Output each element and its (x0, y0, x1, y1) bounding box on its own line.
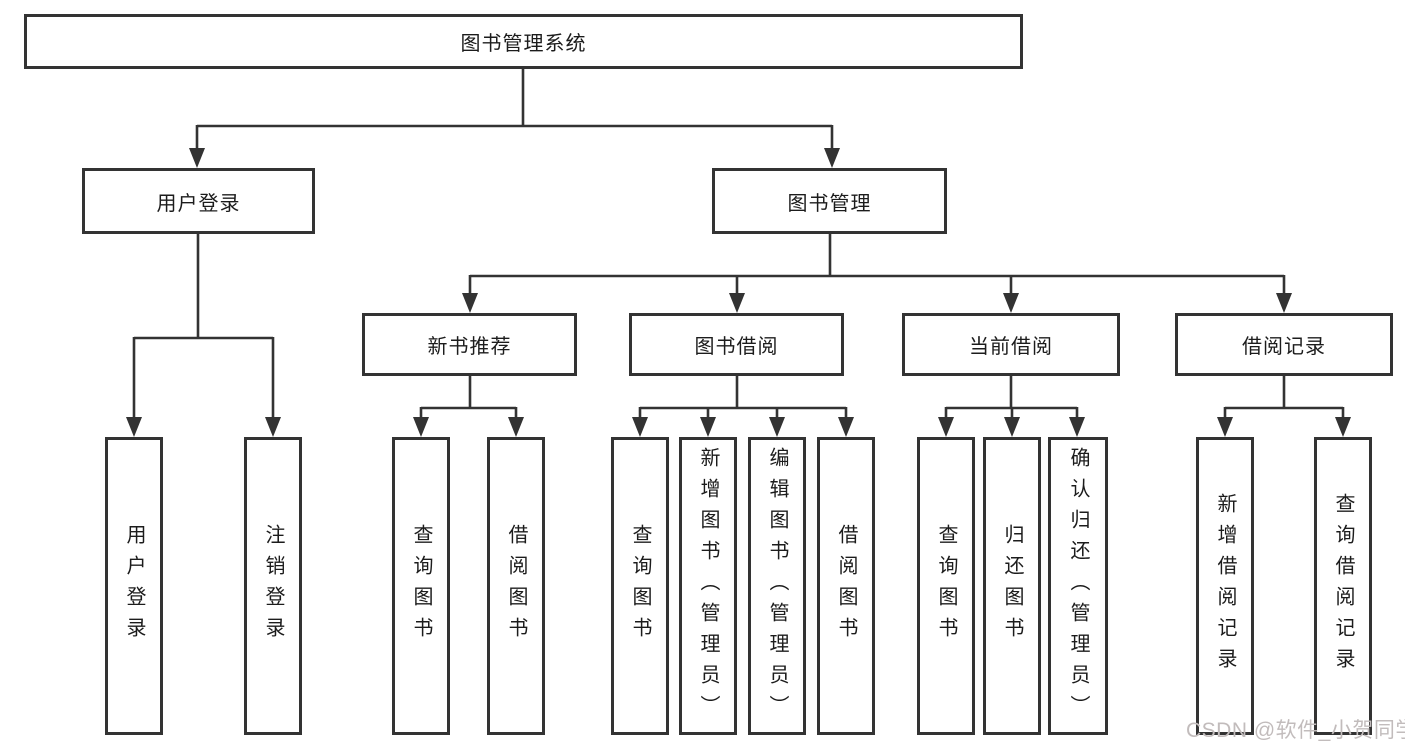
node-label: 编辑图书（管理员） (766, 446, 788, 726)
node-borrow-books-recommend: 借阅图书 (487, 437, 545, 735)
node-user-login-group: 用户登录 (82, 168, 315, 234)
node-edit-books-admin: 编辑图书（管理员） (748, 437, 806, 735)
node-label: 用户登录 (123, 524, 145, 648)
node-borrowing-records: 借阅记录 (1175, 313, 1393, 376)
node-label: 图书管理 (787, 192, 872, 215)
node-label: 新书推荐 (427, 336, 512, 358)
node-label: 借阅图书 (505, 524, 527, 648)
node-add-books-admin: 新增图书（管理员） (679, 437, 737, 735)
node-label: 查询图书 (935, 524, 957, 648)
node-book-borrowing: 图书借阅 (629, 313, 844, 376)
node-return-books: 归还图书 (983, 437, 1041, 735)
node-new-book-recommend: 新书推荐 (362, 313, 577, 376)
node-label: 查询图书 (629, 524, 651, 648)
csdn-watermark: CSDN @软件_小贺同学 (1186, 719, 1405, 742)
node-label: 新增图书（管理员） (697, 446, 719, 726)
node-library-system: 图书管理系统 (24, 14, 1023, 69)
node-query-books-borrow: 查询图书 (611, 437, 669, 735)
node-label: 注销登录 (262, 524, 284, 648)
node-confirm-return-admin: 确认归还（管理员） (1048, 437, 1108, 735)
node-user-login: 用户登录 (105, 437, 163, 735)
node-query-borrow-record: 查询借阅记录 (1314, 437, 1372, 735)
node-logout: 注销登录 (244, 437, 302, 735)
node-book-management: 图书管理 (712, 168, 947, 234)
node-borrow-books: 借阅图书 (817, 437, 875, 735)
node-label: 查询图书 (410, 524, 432, 648)
node-label: 图书借阅 (694, 336, 779, 358)
node-label: 图书管理系统 (460, 33, 587, 55)
node-add-borrow-record: 新增借阅记录 (1196, 437, 1254, 735)
node-label: 查询借阅记录 (1332, 493, 1354, 679)
node-label: 确认归还（管理员） (1067, 446, 1089, 726)
node-label: 归还图书 (1001, 524, 1023, 648)
node-query-books-recommend: 查询图书 (392, 437, 450, 735)
node-label: 用户登录 (156, 192, 241, 215)
node-current-borrowing: 当前借阅 (902, 313, 1120, 376)
node-label: 当前借阅 (969, 336, 1053, 358)
node-query-books-current: 查询图书 (917, 437, 975, 735)
node-label: 借阅记录 (1242, 336, 1326, 358)
node-label: 新增借阅记录 (1214, 493, 1236, 679)
node-label: 借阅图书 (835, 524, 857, 648)
